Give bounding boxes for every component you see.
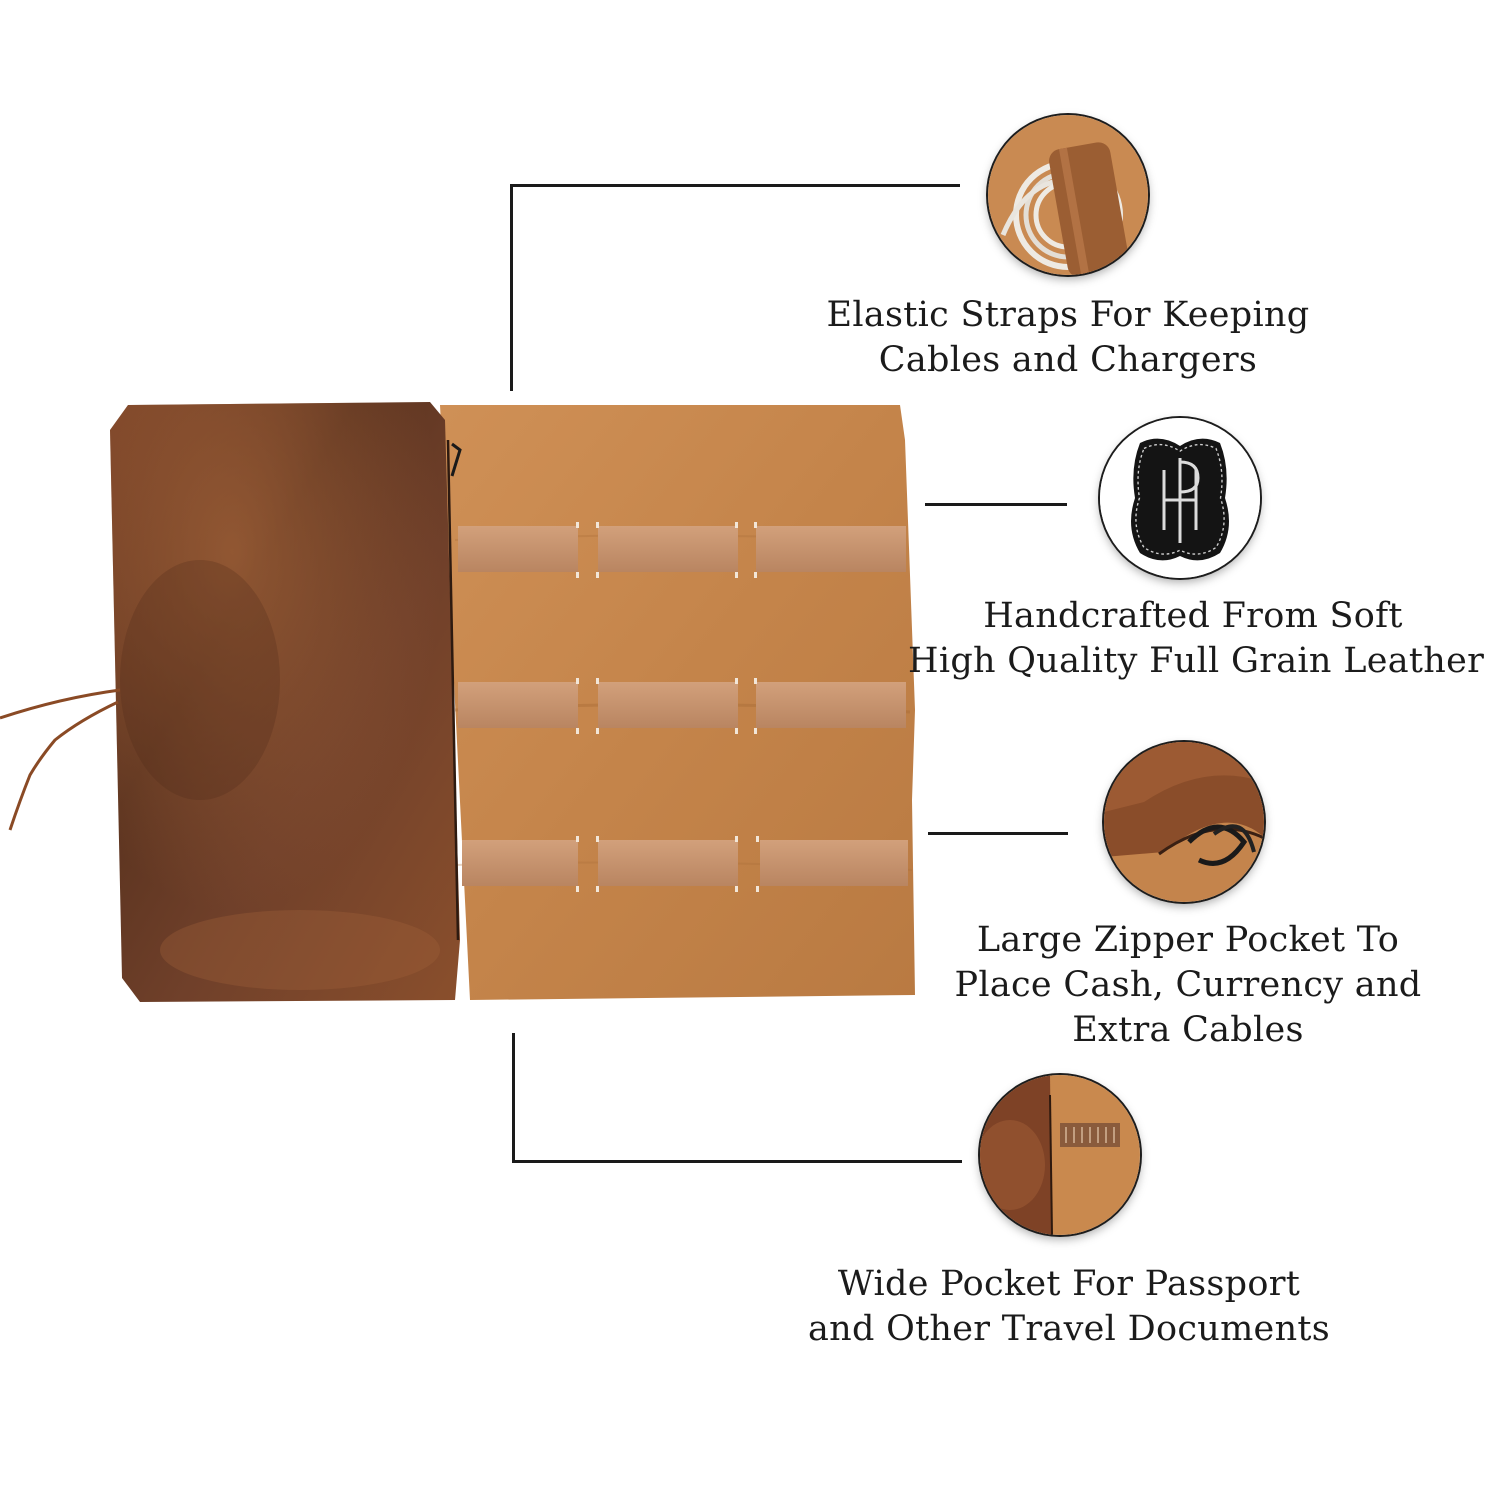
leather-organizer-image (0, 380, 930, 1020)
feature-text-elastic-straps: Elastic Straps For Keeping Cables and Ch… (818, 293, 1318, 383)
connector-line-2 (925, 503, 1067, 506)
feature-line: Handcrafted From Soft (983, 596, 1403, 636)
feature-text-wide-pocket: Wide Pocket For Passport and Other Trave… (804, 1262, 1334, 1352)
zipper-pocket-icon (1104, 742, 1264, 902)
feature-line: Wide Pocket For Passport (837, 1264, 1301, 1304)
cable-strap-icon (988, 115, 1148, 275)
feature-line: High Quality Full Grain Leather (908, 641, 1485, 681)
passport-pocket-icon (980, 1075, 1140, 1235)
connector-line-4-horizontal (512, 1160, 962, 1163)
connector-line-3 (928, 832, 1068, 835)
connector-line-1-vertical (510, 184, 513, 391)
feature-line: Large Zipper Pocket To (976, 920, 1400, 960)
feature-text-handcrafted: Handcrafted From Soft High Quality Full … (908, 594, 1485, 684)
feature-line: Place Cash, Currency and (954, 965, 1422, 1005)
connector-line-1-horizontal (510, 184, 960, 187)
feature-line: Cables and Chargers (878, 340, 1258, 380)
feature-line: and Other Travel Documents (807, 1309, 1331, 1349)
connector-line-4-vertical (512, 1033, 515, 1163)
feature-line: Elastic Straps For Keeping (826, 295, 1310, 335)
feature-text-zipper-pocket: Large Zipper Pocket To Place Cash, Curre… (938, 918, 1438, 1053)
feature-line: Extra Cables (1072, 1010, 1304, 1050)
leather-logo-icon (1100, 418, 1260, 578)
